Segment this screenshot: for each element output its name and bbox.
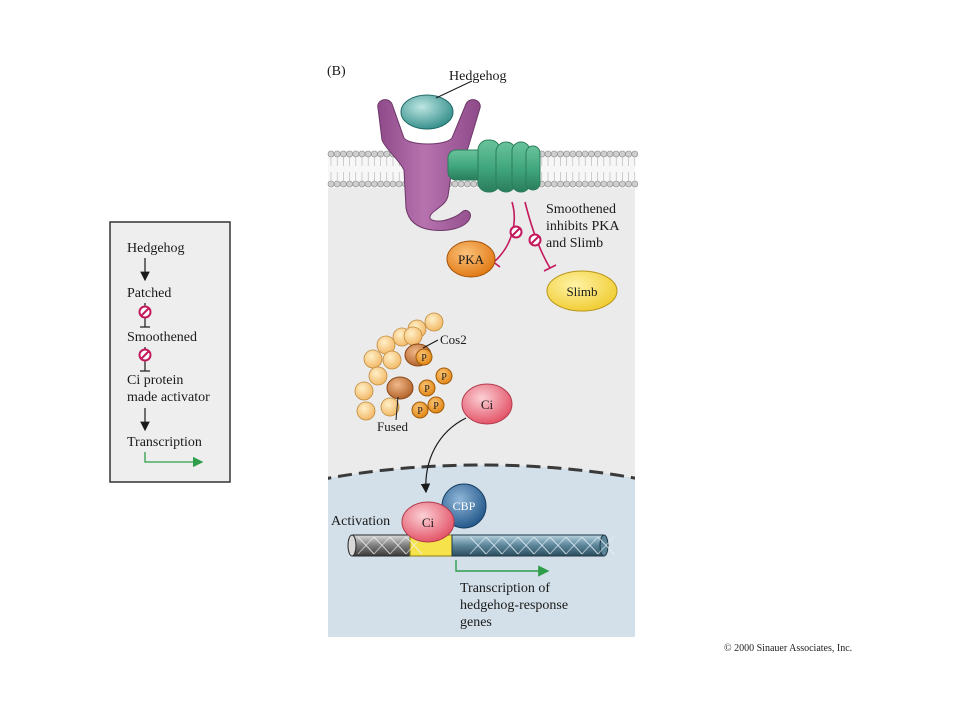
ci-protein-nucleus: Ci [401,501,455,543]
smoothened-receptor [447,139,541,193]
svg-text:P: P [417,406,423,417]
svg-text:Ci: Ci [481,397,494,412]
phosphate-group-4: P [427,396,445,414]
ci-protein-cytoplasm: Ci [461,383,513,425]
smoothened-inhibition [487,201,557,272]
smoothened-note: Smoothened inhibits PKA and Slimb [546,202,620,251]
patched-receptor [377,99,481,231]
pka-protein: PKA [446,240,496,278]
cos2-fused-complex: P P P P P Cos2 Fused [354,312,467,434]
hedgehog-leader-line [435,80,473,99]
flow-step-hedgehog: Hedgehog [127,241,185,256]
nucleus [328,463,635,637]
summary-flow-box: Hedgehog Patched Smoothened Ci protein m… [109,221,231,483]
activation-label: Activation [331,514,390,529]
complex-beads [354,312,444,421]
svg-text:Ci: Ci [422,515,435,530]
svg-text:Transcription of: Transcription of [460,581,550,596]
svg-text:genes: genes [460,615,492,630]
phosphate-group-2: P [435,367,453,385]
cos2-label: Cos2 [440,332,467,347]
flow-step-transcription: Transcription [127,435,202,450]
svg-text:P: P [421,353,427,364]
flow-step-made-activator: made activator [127,390,210,405]
dna-strand [347,534,615,557]
dna-helix-pattern [357,536,615,555]
svg-text:P: P [441,372,447,383]
svg-text:Slimb: Slimb [566,284,597,299]
flow-step-patched: Patched [127,286,171,301]
fused-label: Fused [377,419,409,434]
copyright-notice: © 2000 Sinauer Associates, Inc. [724,643,853,654]
ci-translocation-arrow [420,417,467,494]
flow-transcription-arrow [144,452,204,468]
summary-box-frame [109,221,231,483]
svg-text:P: P [433,401,439,412]
svg-text:P: P [424,384,430,395]
fused-leader-line [395,396,399,421]
phosphate-group-1: P [415,348,433,366]
slimb-protein: Slimb [546,270,618,312]
cos2-leader-line [422,339,439,349]
phosphate-group-3: P [418,379,436,397]
flow-inhibit-icon-2 [138,347,152,372]
panel-label: (B) [327,64,346,79]
svg-text:hedgehog-response: hedgehog-response [460,598,568,613]
svg-text:inhibits PKA: inhibits PKA [546,219,620,234]
phosphate-group-5: P [411,401,429,419]
hedgehog-label: Hedgehog [449,69,507,84]
fused-protein [386,376,414,400]
hedgehog-ligand [400,94,454,130]
svg-text:PKA: PKA [458,252,485,267]
svg-text:and Slimb: and Slimb [546,236,603,251]
flow-inhibit-icon-1 [138,303,152,328]
svg-text:CBP: CBP [453,499,476,513]
flow-step-ci-protein: Ci protein [127,373,183,388]
transcription-arrow [455,560,550,577]
svg-text:Smoothened: Smoothened [546,202,616,217]
flow-step-smoothened: Smoothened [127,330,197,345]
transcription-note: Transcription of hedgehog-response genes [460,581,568,630]
